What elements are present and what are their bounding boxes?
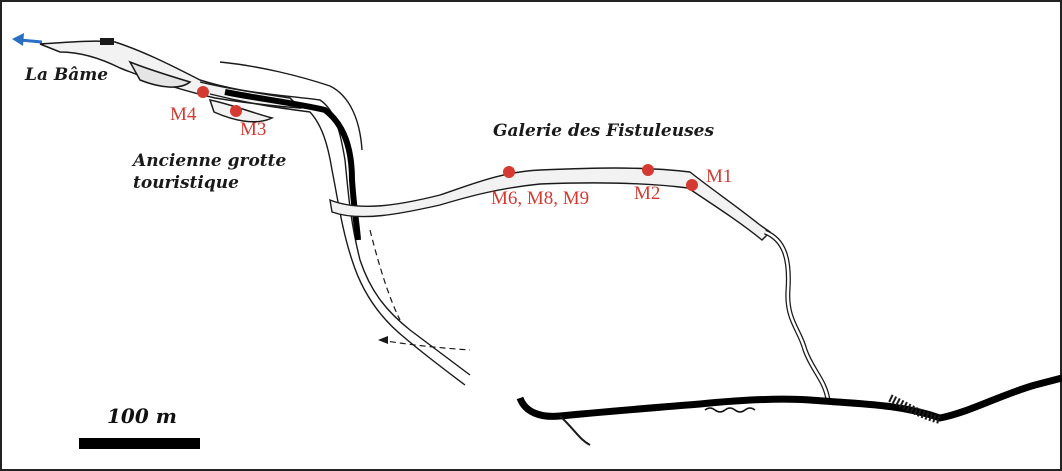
label-old-cave-line1: Ancienne grotte [133,151,287,171]
point-label-m1: M1 [706,166,733,187]
sampling-point-m1[interactable] [686,179,698,191]
label-entrance: La Bâme [25,65,109,85]
point-label-m6: M6, M8, M9 [491,188,590,209]
label-old-cave-line2: touristique [133,173,239,193]
sampling-point-m2[interactable] [642,164,654,176]
flow-arrow-icon [12,33,43,46]
lower-stream [516,374,1062,446]
dashed-streams [369,229,471,351]
point-label-m2: M2 [634,183,661,204]
sampling-point-m4[interactable] [197,86,209,98]
scale-bar [79,438,200,449]
wavy-water-icon [704,407,756,413]
fistuleuses-gallery [329,167,772,241]
point-label-m4: M4 [170,104,197,125]
sampling-point-m3[interactable] [230,105,242,117]
point-label-m3: M3 [240,119,267,140]
scale-label: 100 m [107,404,177,428]
sampling-point-m6[interactable] [503,166,515,178]
label-gallery: Galerie des Fistuleuses [493,121,715,141]
flow-arrow-small-icon [378,336,388,344]
